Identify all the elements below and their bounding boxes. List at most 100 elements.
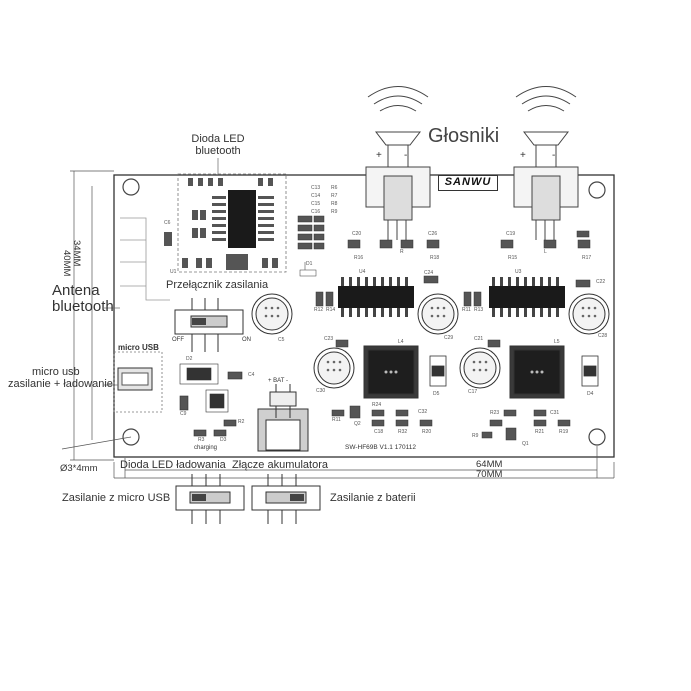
- right-speaker-plus: +: [520, 150, 526, 161]
- micro-usb-label-line2: zasilanie + ładowanie: [8, 378, 113, 390]
- designator-r8: R8: [331, 201, 338, 207]
- designator-r-channel: R: [400, 249, 404, 255]
- designator-c14: C14: [311, 193, 321, 199]
- designator-c5: C5: [278, 337, 285, 343]
- designator-r16: R16: [354, 255, 364, 261]
- designator-c30: C30: [316, 388, 326, 394]
- designator-c20: C20: [352, 231, 362, 237]
- designator-r17: R17: [582, 255, 592, 261]
- designator-r3: R3: [198, 437, 205, 443]
- left-speaker-plus: +: [376, 150, 382, 161]
- width-outer-label: 70MM: [476, 469, 503, 480]
- usb-supply-label: Zasilanie z micro USB: [62, 492, 171, 504]
- designator-d1: D1: [306, 261, 313, 267]
- speaker-left: [365, 86, 431, 240]
- designator-r20: R20: [422, 429, 432, 435]
- inductors: [363, 345, 565, 399]
- designator-c32: C32: [418, 409, 428, 415]
- designator-r9: R9: [331, 209, 338, 215]
- designator-q1: Q1: [522, 441, 529, 447]
- designator-c17: C17: [468, 389, 478, 395]
- width-inner-label: 64MM: [476, 459, 503, 470]
- smd-parts: [315, 230, 591, 441]
- designator-u1: U1: [170, 269, 177, 275]
- bluetooth-module: [177, 173, 287, 273]
- diodes: [429, 355, 599, 387]
- amplifier-ics: [338, 286, 565, 308]
- designator-r13: R13: [474, 307, 484, 313]
- designator-c19: C19: [506, 231, 516, 237]
- designator-q2: Q2: [354, 421, 361, 427]
- charging-board-label: charging: [194, 445, 218, 451]
- power-switch-label: Przełącznik zasilania: [166, 279, 269, 291]
- designator-r12: R12: [314, 307, 324, 313]
- designator-c28: C28: [598, 333, 608, 339]
- designator-c22: C22: [596, 279, 606, 285]
- designator-c15: C15: [311, 201, 321, 207]
- micro-usb-board-label: micro USB: [118, 343, 159, 352]
- designator-r2: R2: [238, 419, 245, 425]
- designator-c29: C29: [444, 335, 454, 341]
- designator-r21: R21: [535, 429, 545, 435]
- designator-r6: R6: [331, 185, 338, 191]
- battery-connector-label: Złącze akumulatora: [232, 459, 328, 471]
- micro-usb-port: [113, 351, 163, 413]
- designator-c26: C26: [428, 231, 438, 237]
- switch-usb-supply: [175, 474, 245, 524]
- charging-circuit: [179, 363, 243, 437]
- leader-lines: [104, 158, 306, 386]
- designator-l4: L4: [398, 339, 404, 345]
- small-cap-array: [297, 215, 325, 277]
- right-speaker-minus: -: [552, 150, 556, 161]
- designator-r15: R15: [508, 255, 518, 261]
- dimension-lines: [61, 170, 615, 479]
- speaker-right: [513, 86, 579, 240]
- designator-d2: D2: [186, 356, 193, 362]
- designator-c6: C6: [164, 220, 171, 226]
- battery-supply-label: Zasilanie z baterii: [330, 492, 416, 504]
- bluetooth-led-label-line1: Dioda LED: [191, 133, 245, 145]
- designator-l5: L5: [554, 339, 560, 345]
- designator-u4: U4: [359, 269, 366, 275]
- designator-c17b: C17: [490, 421, 500, 427]
- antenna-trace: [120, 217, 170, 301]
- designator-c16: C16: [311, 209, 321, 215]
- designator-c9: C9: [180, 411, 187, 417]
- brand-label: SANWU: [438, 175, 498, 191]
- designator-c24: C24: [424, 270, 434, 276]
- designator-r23: R23: [490, 410, 500, 416]
- designator-d3: D3: [220, 437, 227, 443]
- designator-r9b: R9: [472, 433, 479, 439]
- designator-c23: C23: [324, 336, 334, 342]
- designator-c25: C25: [580, 231, 590, 237]
- designator-c18: C18: [374, 429, 384, 435]
- designator-c31: C31: [550, 410, 560, 416]
- hole-size-label: Ø3*4mm: [60, 463, 98, 474]
- ic-pins: [341, 277, 559, 317]
- switch-on-label: ON: [242, 337, 251, 343]
- charge-led-label: Dioda LED ładowania: [120, 459, 226, 471]
- bluetooth-led-label-line2: bluetooth: [195, 145, 241, 157]
- designator-l-channel: L: [544, 249, 547, 255]
- antenna-label-line2: bluetooth: [52, 298, 114, 315]
- mounting-holes: [122, 178, 606, 446]
- height-outer-label: 40MM: [61, 250, 72, 277]
- designator-c4: C4: [248, 372, 255, 378]
- designator-r19: R19: [559, 429, 569, 435]
- switch-battery-supply: [251, 474, 321, 524]
- micro-usb-label-line1: micro usb: [32, 366, 80, 378]
- bat-board-label: + BAT -: [268, 378, 288, 384]
- inductor-marks: [384, 370, 544, 374]
- switch-off-label: OFF: [172, 337, 184, 343]
- antenna-label-line1: Antena: [52, 282, 100, 299]
- designator-c21: C21: [474, 336, 484, 342]
- capacitor-dots: [264, 306, 597, 372]
- designator-u3: U3: [515, 269, 522, 275]
- designator-r14: R14: [326, 307, 336, 313]
- electrolytic-capacitors: [251, 293, 610, 389]
- left-speaker-minus: -: [404, 150, 408, 161]
- designator-r18: R18: [430, 255, 440, 261]
- battery-connector: [257, 384, 309, 452]
- designator-r11a: R11: [462, 307, 471, 313]
